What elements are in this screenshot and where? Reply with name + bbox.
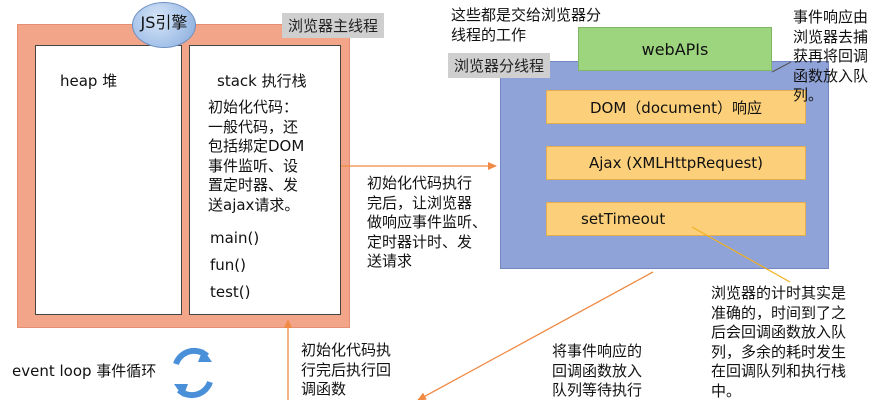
note-line: 做响应事件监听、 [367, 213, 487, 233]
stack-text-line: 包括绑定DOM [208, 137, 338, 157]
note-line: 后会回调函数放入队 [711, 323, 846, 343]
api-settimeout: setTimeout [546, 202, 806, 236]
js-engine-label: JS引擎 [141, 9, 188, 33]
api-settimeout-label: setTimeout [581, 210, 665, 228]
branch-intro-line: 这些都是交给浏览器分 [451, 6, 601, 26]
stack-function-fun: fun() [210, 256, 246, 274]
stack-text-line: 初始化代码： [208, 98, 338, 118]
note-line: 行完后执行回 [301, 361, 391, 381]
note-line: 列，多余的耗时发生 [711, 343, 846, 363]
note-line: 送请求 [367, 252, 487, 272]
note-line: 初始化代码执 [301, 341, 391, 361]
note-line: 列。 [793, 86, 893, 106]
note-timer-accurate: 浏览器的计时其实是 准确的，时间到了之 后会回调函数放入队 列，多余的耗时发生 … [711, 284, 846, 401]
api-dom: DOM（document）响应 [546, 90, 806, 124]
note-line: 中。 [711, 382, 846, 401]
stack-text-line: 送ajax请求。 [208, 196, 338, 216]
note-line: 回调函数放入 [552, 362, 642, 382]
note-line: 浏览器去捕 [793, 28, 893, 48]
note-line: 完后，让浏览器 [367, 194, 487, 214]
stack-function-main: main() [210, 229, 259, 247]
note-line: 获再将回调 [793, 47, 893, 67]
note-line: 事件响应由 [793, 8, 893, 28]
api-ajax: Ajax (XMLHttpRequest) [546, 146, 806, 180]
webapis-box: webAPIs [578, 27, 772, 71]
event-loop-icon [174, 349, 212, 397]
stack-text-line: 一般代码，还 [208, 118, 338, 138]
stack-text-line: 置定时器、发 [208, 176, 338, 196]
heap-label: heap 堆 [60, 70, 117, 91]
api-dom-label: DOM（document）响应 [590, 97, 762, 118]
note-init-then-callback: 初始化代码执 行完后执行回 调函数 [301, 341, 391, 400]
note-line: 将事件响应的 [552, 342, 642, 362]
note-line: 准确的，时间到了之 [711, 304, 846, 324]
note-line: 定时器计时、发 [367, 233, 487, 253]
stack-description: 初始化代码： 一般代码，还 包括绑定DOM 事件监听、设 置定时器、发 送aja… [208, 98, 338, 215]
main-thread-label: 浏览器主线程 [282, 13, 384, 38]
note-line: 函数放入队 [793, 67, 893, 87]
note-line: 队列等待执行 [552, 381, 642, 401]
note-line: 初始化代码执行 [367, 174, 487, 194]
branch-thread-label: 浏览器分线程 [448, 53, 550, 78]
note-line: 调函数 [301, 380, 391, 400]
note-line: 在回调队列和执行栈 [711, 362, 846, 382]
stack-label: stack 执行栈 [217, 70, 307, 91]
stack-function-test: test() [210, 283, 251, 301]
note-init-then-register: 初始化代码执行 完后，让浏览器 做响应事件监听、 定时器计时、发 送请求 [367, 174, 487, 272]
note-event-response: 事件响应由 浏览器去捕 获再将回调 函数放入队 列。 [793, 8, 893, 106]
js-engine-badge: JS引擎 [132, 2, 196, 48]
api-ajax-label: Ajax (XMLHttpRequest) [589, 154, 763, 172]
webapis-label: webAPIs [642, 40, 709, 59]
stack-text-line: 事件监听、设 [208, 157, 338, 177]
note-queue-wait: 将事件响应的 回调函数放入 队列等待执行 [552, 342, 642, 401]
event-loop-label: event loop 事件循环 [12, 362, 156, 382]
note-line: 浏览器的计时其实是 [711, 284, 846, 304]
